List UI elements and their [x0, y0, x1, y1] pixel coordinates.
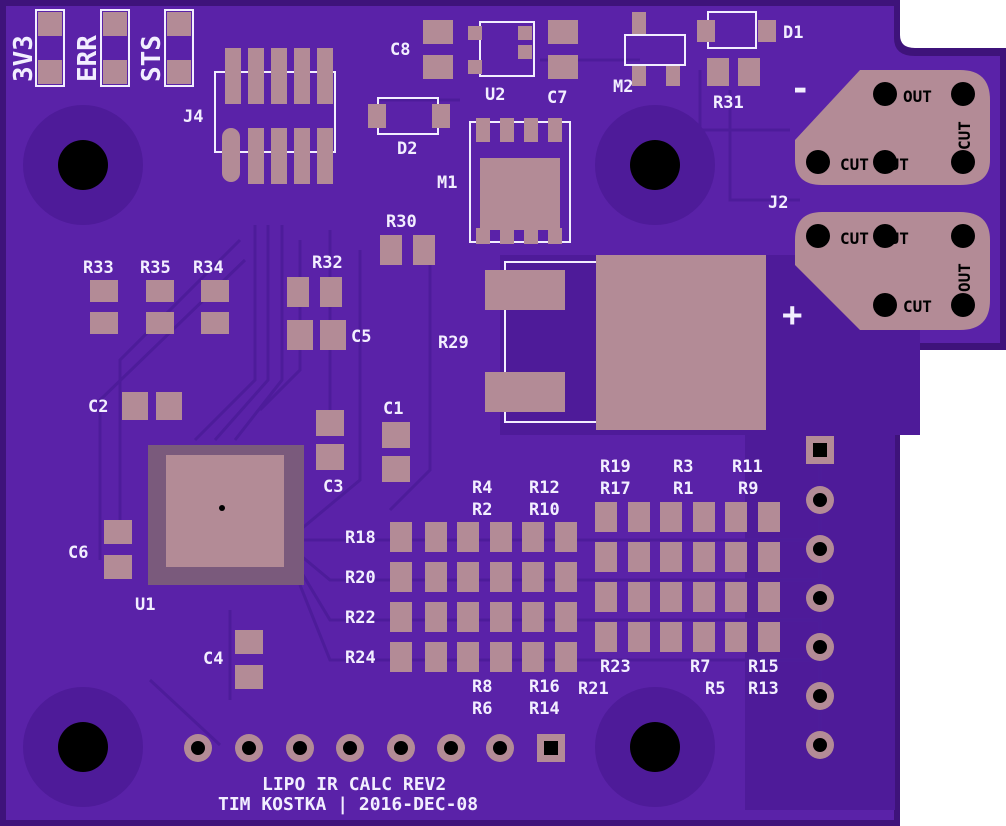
label-r1: R1: [673, 479, 693, 499]
board-title: LIPO IR CALC REV2: [262, 774, 446, 795]
label-c8: C8: [390, 40, 410, 60]
label-u2: U2: [485, 85, 505, 105]
pad-label-cut: CUT: [903, 297, 932, 316]
resistors-left: R33 R35 R34: [83, 258, 229, 334]
label-m2: M2: [613, 77, 633, 97]
label-r29: R29: [438, 333, 469, 353]
label-c1: C1: [383, 399, 403, 419]
label-u1: U1: [135, 595, 155, 615]
resistor-array: R18 R20 R22 R24 R4 R2 R12 R10 R19 R17 R3…: [345, 457, 780, 719]
label-c7: C7: [547, 88, 567, 108]
polarity-positive: +: [782, 295, 802, 335]
label-j4: J4: [183, 107, 203, 127]
capacitors-mid: C2 C1 C3: [88, 392, 410, 497]
label-r32: R32: [312, 253, 343, 273]
label-c3: C3: [323, 477, 343, 497]
label-r16: R16: [529, 677, 560, 697]
components-top-center: C8 U2 C7: [390, 20, 578, 108]
label-m1: M1: [437, 173, 457, 193]
polarity-negative: -: [790, 69, 810, 109]
label-r22: R22: [345, 608, 376, 628]
label-c5: C5: [351, 327, 371, 347]
board-credit: TIM KOSTKA | 2016-DEC-08: [218, 794, 478, 815]
header-right: [806, 436, 834, 759]
diode-d2: D2: [368, 97, 450, 159]
components-top-right: M2 D1 R31: [613, 11, 803, 113]
capacitors-bottom-left: C6 C4: [68, 520, 263, 689]
label-r10: R10: [529, 500, 560, 520]
pad-label-cut: CUT: [955, 121, 974, 150]
label-r23: R23: [600, 657, 631, 677]
mosfet-m1: M1: [437, 118, 571, 244]
label-r4: R4: [472, 478, 492, 498]
mounting-hole: [58, 722, 108, 772]
label-d2: D2: [397, 139, 417, 159]
label-r15: R15: [748, 657, 779, 677]
label-j2: J2: [768, 193, 788, 213]
shunt-r29: R29: [438, 255, 766, 430]
pad-label-out: OUT: [880, 229, 909, 248]
label-c4: C4: [203, 649, 223, 669]
pad-label-out: OUT: [880, 155, 909, 174]
label-r34: R34: [193, 258, 224, 278]
label-c6: C6: [68, 543, 88, 563]
mounting-hole: [630, 722, 680, 772]
label-c2: C2: [88, 397, 108, 417]
pad-label-out: OUT: [955, 263, 974, 292]
label-r21: R21: [578, 679, 609, 699]
mounting-holes: [23, 105, 715, 807]
label-r18: R18: [345, 528, 376, 548]
label-r31: R31: [713, 93, 744, 113]
led-label-3v3: 3V3: [9, 35, 39, 82]
label-r7: R7: [690, 657, 710, 677]
label-r11: R11: [732, 457, 763, 477]
label-r3: R3: [673, 457, 693, 477]
pad-label-cut: CUT: [840, 229, 869, 248]
label-r33: R33: [83, 258, 114, 278]
components-mid-left: R30 R32 C5: [287, 212, 435, 350]
label-r2: R2: [472, 500, 492, 520]
label-r30: R30: [386, 212, 417, 232]
led-label-err: ERR: [73, 35, 103, 82]
label-r12: R12: [529, 478, 560, 498]
label-r5: R5: [705, 679, 725, 699]
header-bottom: [184, 734, 565, 762]
label-r9: R9: [738, 479, 758, 499]
pad-label-cut: CUT: [840, 155, 869, 174]
label-r35: R35: [140, 258, 171, 278]
label-r20: R20: [345, 568, 376, 588]
connector-j2: OUT CUT OUT CUT CUT OUT OUT CUT J2 - +: [768, 69, 990, 335]
label-d1: D1: [783, 23, 803, 43]
pad-label-out: OUT: [903, 87, 932, 106]
label-r13: R13: [748, 679, 779, 699]
mounting-hole: [630, 140, 680, 190]
label-r24: R24: [345, 648, 376, 668]
mcu-u1: U1: [135, 445, 304, 615]
led-indicators: 3V3 ERR STS: [9, 9, 194, 87]
label-r17: R17: [600, 479, 631, 499]
connector-j4: J4: [183, 48, 336, 184]
mounting-hole: [58, 140, 108, 190]
label-r19: R19: [600, 457, 631, 477]
label-r14: R14: [529, 699, 560, 719]
label-r6: R6: [472, 699, 492, 719]
label-r8: R8: [472, 677, 492, 697]
led-label-sts: STS: [137, 35, 167, 82]
